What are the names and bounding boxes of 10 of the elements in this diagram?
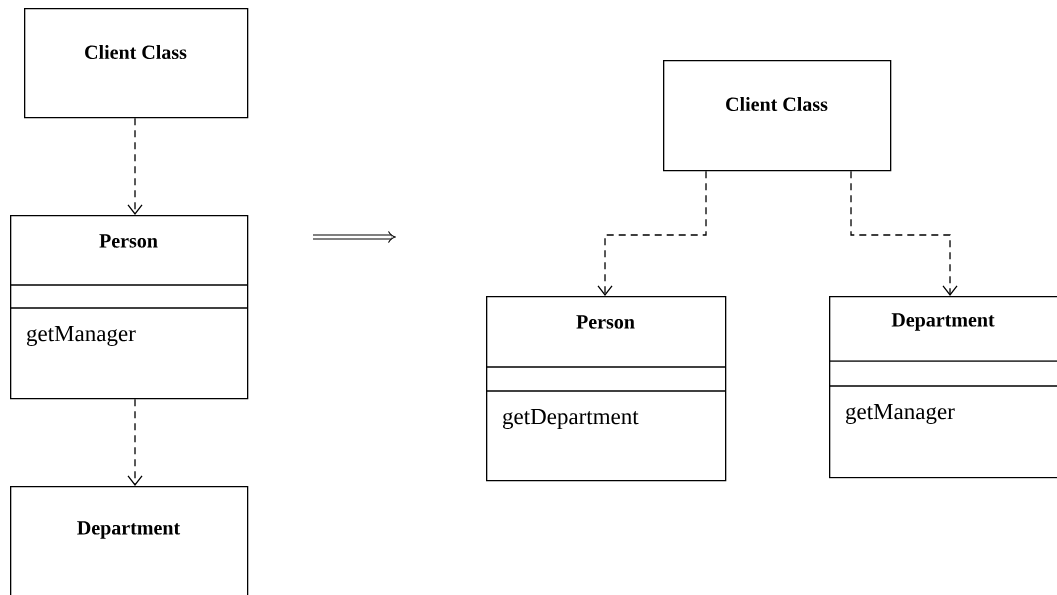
class-box: Person getDepartment <box>485 296 727 482</box>
class-box: Department getManager <box>828 296 1057 479</box>
class-box: Person getManager <box>9 215 249 400</box>
class-box: Client Class <box>663 60 892 172</box>
dependency-arrow <box>127 398 143 486</box>
class-box: Client Class <box>24 8 249 119</box>
dependency-arrow <box>850 170 958 296</box>
dependency-arrow <box>127 117 143 215</box>
class-box: Department <box>10 486 249 595</box>
dependency-arrow <box>597 170 707 296</box>
